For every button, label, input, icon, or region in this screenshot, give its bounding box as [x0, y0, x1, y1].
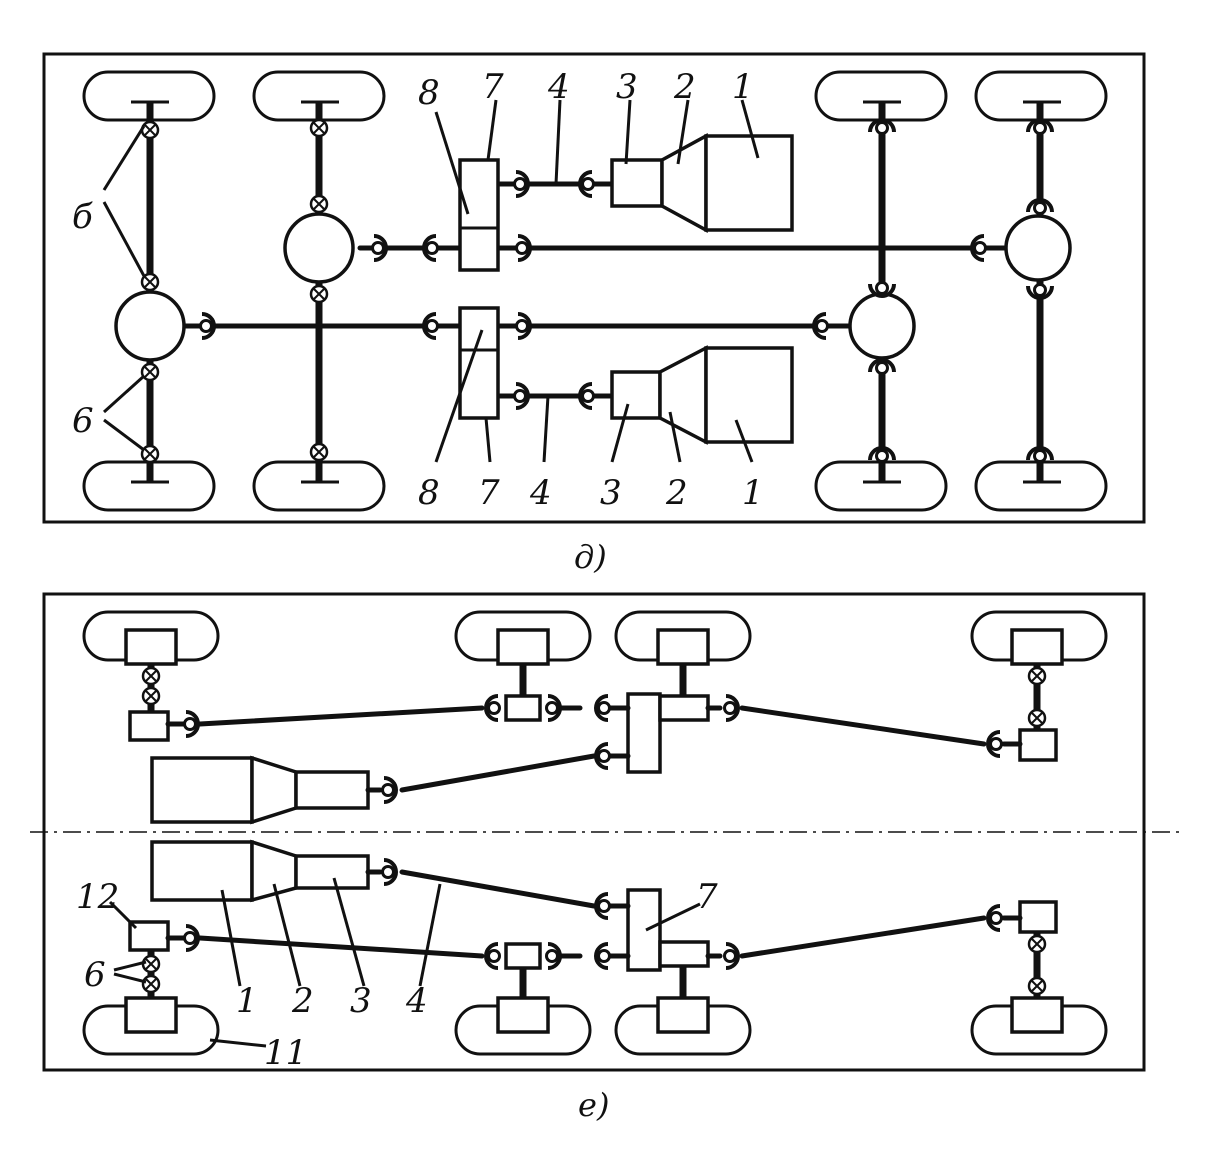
engine-icon: [150, 756, 254, 824]
differential-icon: [114, 290, 186, 362]
label-six-top: б: [72, 197, 93, 237]
leaders-e: [108, 877, 701, 1048]
transfer-case-arm: [658, 694, 710, 722]
labels-d: б 6 8 7 4 3 2 1 8 7 4 3 2 1: [72, 67, 764, 513]
engine-icon: [704, 346, 794, 444]
label-7: 7: [482, 67, 504, 107]
label-4: 4: [405, 981, 428, 1021]
label-7: 7: [478, 473, 500, 513]
diagram-e: 12 6 1 2 3 4 7 11 е): [30, 592, 1180, 1124]
label-1: 1: [236, 981, 258, 1021]
label-4: 4: [529, 473, 552, 513]
leaders-d: [102, 99, 760, 463]
wheel-gear-icon: [496, 628, 550, 666]
transfer-cases-d: [458, 158, 500, 420]
label-12: 12: [76, 877, 119, 917]
transfer-case-top: [458, 158, 500, 272]
hub-drive-icon: [128, 710, 170, 742]
powertrain-top-d: [610, 133, 794, 233]
label-7: 7: [696, 877, 718, 917]
label-3: 3: [600, 473, 622, 513]
label-2: 2: [673, 67, 696, 107]
caption-d: д): [574, 538, 607, 576]
differential-icon: [283, 212, 355, 284]
gearbox-icon: [294, 854, 370, 890]
diagram-d: б 6 8 7 4 3 2 1 8 7 4 3 2 1 д): [42, 52, 1146, 576]
wheel-gear-icon: [656, 628, 710, 666]
powertrain-top-e: [150, 755, 370, 825]
transfer-case-top: [626, 692, 662, 774]
label-1: 1: [742, 473, 764, 513]
wheel-gear-icon: [124, 996, 178, 1034]
differentials-d: [114, 212, 1072, 362]
wheel-gear-icon: [1010, 628, 1064, 666]
hub-drive-icon: [1018, 728, 1058, 762]
label-3: 3: [616, 67, 638, 107]
label-8: 8: [418, 473, 440, 513]
gearbox-icon: [294, 770, 370, 810]
label-six-bottom: 6: [72, 401, 94, 441]
gearbox-icon: [610, 158, 664, 208]
label-11: 11: [264, 1033, 307, 1073]
transfer-case-bottom: [626, 888, 662, 972]
engine-icon: [704, 134, 794, 232]
frame-d: [42, 52, 1146, 524]
hub-drive-icon: [1018, 900, 1058, 934]
label-2: 2: [291, 981, 314, 1021]
transfer-cases-e: [626, 692, 710, 972]
wheel-gear-icon: [496, 996, 550, 1034]
label-8: 8: [418, 73, 440, 113]
powertrain-bottom-e: [150, 839, 370, 903]
transfer-case-arm: [658, 940, 710, 968]
wheel-gear-icon: [124, 628, 178, 666]
differential-icon: [848, 292, 916, 360]
label-1: 1: [732, 67, 754, 107]
label-2: 2: [665, 473, 688, 513]
gearbox-icon: [610, 370, 662, 420]
wheel-gear-icon: [1010, 996, 1064, 1034]
label-6: 6: [84, 955, 106, 995]
label-4: 4: [547, 67, 570, 107]
hub-drive-icon: [504, 694, 542, 722]
engine-icon: [150, 840, 254, 902]
differential-icon: [1004, 214, 1072, 282]
hub-drive-icon: [504, 942, 542, 970]
label-3: 3: [350, 981, 372, 1021]
transfer-case-bottom: [458, 306, 500, 420]
wheel-gear-icon: [656, 996, 710, 1034]
labels-e: 12 6 1 2 3 4 7 11: [76, 877, 718, 1073]
caption-e: е): [578, 1086, 609, 1124]
